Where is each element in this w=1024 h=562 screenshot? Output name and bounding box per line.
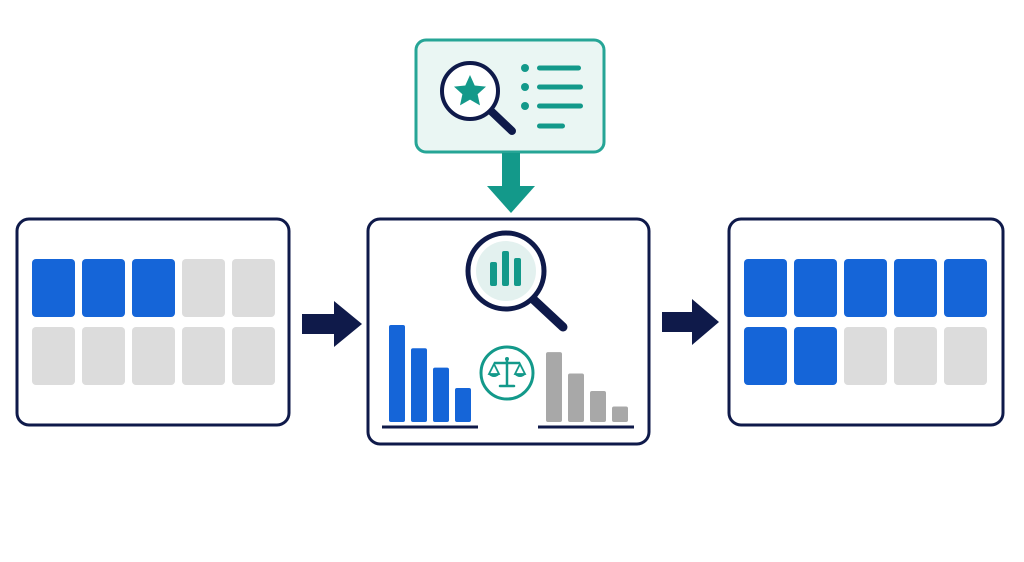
grid-cell: [894, 327, 937, 385]
right-bar-group: [546, 352, 628, 422]
input-panel: [15, 217, 291, 427]
arrow-right-icon: [302, 301, 362, 347]
bullet-list-icon: [521, 64, 583, 129]
blue-bar: [455, 388, 471, 422]
list-bullet: [521, 64, 529, 72]
gray-bar: [568, 373, 584, 422]
grid-cell: [944, 327, 987, 385]
arrow-right-icon: [662, 299, 719, 345]
balance-scale-icon: [479, 345, 535, 401]
grid-cell: [844, 327, 887, 385]
grid-cell: [132, 327, 175, 385]
grid-cell-highlighted: [32, 259, 75, 317]
gray-bar: [546, 352, 562, 422]
output-grid: [744, 259, 987, 385]
left-bar-group: [389, 325, 471, 422]
grid-cell-highlighted: [794, 327, 837, 385]
blue-bar: [389, 325, 405, 422]
list-line: [537, 65, 581, 71]
output-panel: [727, 217, 1005, 427]
blue-bar: [433, 367, 449, 422]
input-panel-frame: [15, 217, 291, 427]
criteria-card: [414, 38, 606, 154]
list-line: [537, 123, 565, 129]
grid-cell-highlighted: [132, 259, 175, 317]
gray-bar: [612, 406, 628, 422]
list-line: [537, 84, 583, 90]
grid-cell-highlighted: [744, 259, 787, 317]
list-line: [537, 103, 583, 109]
grid-cell-highlighted: [794, 259, 837, 317]
grid-cell: [182, 259, 225, 317]
star-magnifier-icon: [440, 61, 516, 135]
grid-cell: [232, 327, 275, 385]
grid-cell-highlighted: [944, 259, 987, 317]
grid-cell: [32, 327, 75, 385]
arrow-down-icon: [487, 153, 535, 213]
analysis-panel: [366, 217, 651, 446]
output-panel-frame: [727, 217, 1005, 427]
gray-bar: [590, 390, 606, 422]
grid-cell-highlighted: [744, 327, 787, 385]
grid-cell: [82, 327, 125, 385]
list-bullet: [521, 102, 529, 110]
grid-cell-highlighted: [82, 259, 125, 317]
grid-cell-highlighted: [844, 259, 887, 317]
list-bullet: [521, 83, 529, 91]
grid-cell: [232, 259, 275, 317]
blue-bar: [411, 348, 427, 422]
input-grid: [32, 259, 275, 385]
grid-cell-highlighted: [894, 259, 937, 317]
chart-magnifier-icon: [465, 230, 568, 332]
grid-cell: [182, 327, 225, 385]
